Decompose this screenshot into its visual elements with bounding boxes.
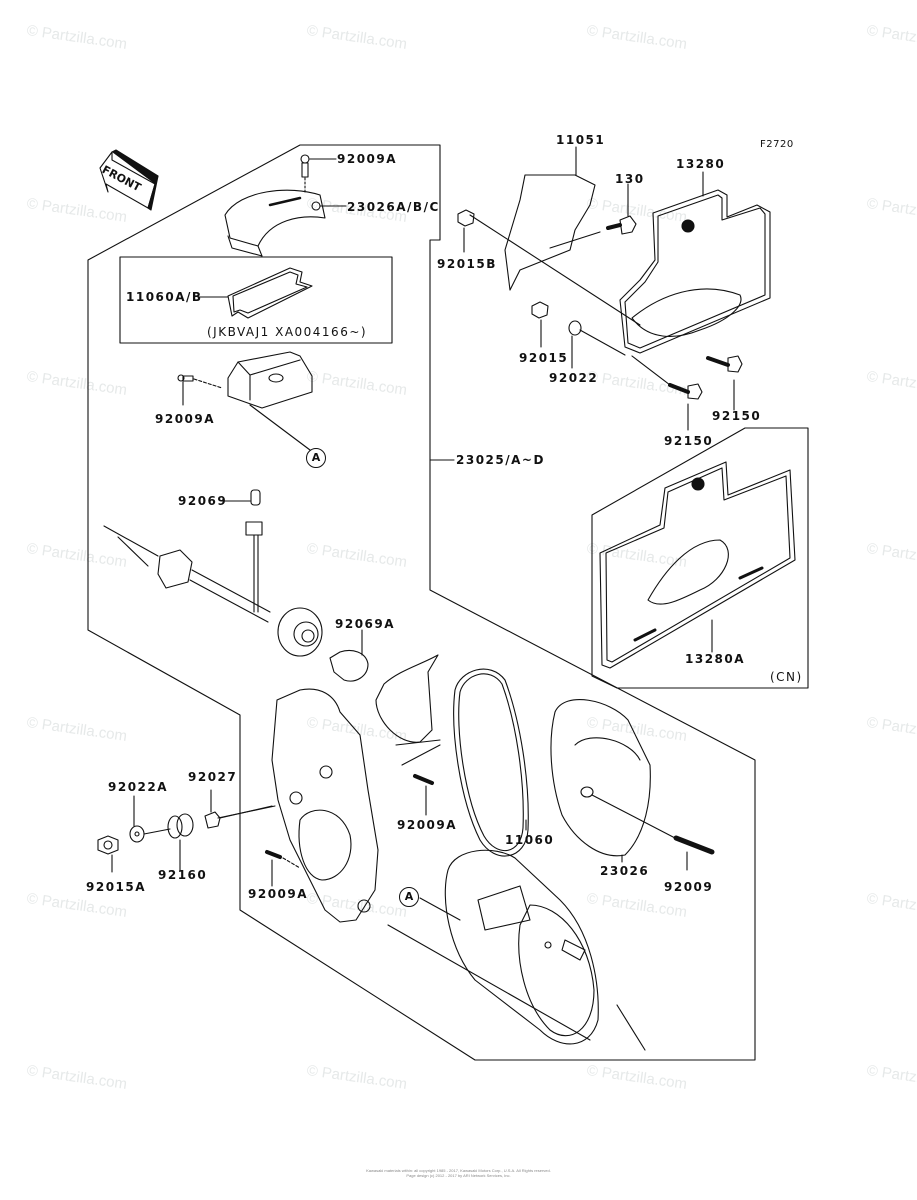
bulb-92069 [221, 489, 263, 613]
callout-92015b[interactable]: 92015B [437, 257, 497, 271]
callout-13280[interactable]: 13280 [676, 157, 726, 171]
gasket-11060 [453, 668, 529, 857]
screw-92009a-mid [177, 374, 223, 406]
callout-92009a-low[interactable]: 92009A [397, 818, 458, 832]
figure-code: F2720 [760, 139, 794, 150]
callout-92022a[interactable]: 92022A [108, 780, 169, 794]
callout-11060[interactable]: 11060 [505, 833, 555, 847]
callout-130[interactable]: 130 [615, 172, 645, 186]
screw-92009a-top [300, 154, 337, 193]
screw-92009a-bracket [265, 850, 301, 887]
nut-92015 [531, 301, 549, 348]
bracket-11051 [469, 146, 641, 326]
callout-92069[interactable]: 92069 [178, 494, 228, 508]
callout-92009[interactable]: 92009 [664, 880, 714, 894]
callout-23025[interactable]: 23025/A~D [456, 453, 545, 467]
collar-92027 [204, 789, 273, 829]
gasket-inset-box [119, 256, 393, 344]
nut-92015b [457, 209, 475, 253]
reference-marker-a-upper: A [306, 448, 326, 468]
taillight-lens [550, 699, 676, 863]
callout-92009a-mid[interactable]: 92009A [155, 412, 216, 426]
bulb-92069a [329, 629, 369, 682]
callout-92015[interactable]: 92015 [519, 351, 569, 365]
callout-13280a[interactable]: 13280A [685, 652, 746, 666]
cn-note: (CN) [770, 670, 803, 684]
screw-92009 [673, 835, 715, 871]
washer-92022a [129, 795, 171, 843]
callout-92069a[interactable]: 92069A [335, 617, 396, 631]
callout-11060ab[interactable]: 11060A/B [126, 290, 203, 304]
screw-92009a-low [413, 774, 434, 816]
reference-marker-a-lower: A [399, 887, 419, 907]
bolt-130 [606, 183, 637, 235]
callout-23026abc[interactable]: 23026A/B/C [347, 200, 440, 214]
bolt-92150-a [706, 355, 743, 411]
taillight-housing [387, 849, 646, 1051]
callout-23026[interactable]: 23026 [600, 864, 650, 878]
nut-92015a [97, 835, 119, 873]
cn-plate-box [591, 427, 809, 689]
callout-92150-a[interactable]: 92150 [712, 409, 762, 423]
callout-92015a[interactable]: 92015A [86, 880, 147, 894]
license-plate-13280a [599, 461, 796, 669]
license-lamp-lens [224, 189, 347, 257]
wiring-harness [103, 525, 323, 657]
bolt-92150-b [631, 355, 703, 431]
license-plate-13280 [619, 171, 771, 354]
callout-92027[interactable]: 92027 [188, 770, 238, 784]
copyright-line-2: Page design (c) 2012 - 2017 by ARI Netwo… [406, 1173, 511, 1178]
grommet-92160 [167, 813, 194, 871]
callout-92022[interactable]: 92022 [549, 371, 599, 385]
callout-92160[interactable]: 92160 [158, 868, 208, 882]
assembly-boundary-left [87, 144, 756, 1061]
front-arrow-icon [99, 149, 159, 211]
copyright-footer: Kawasaki materials within: all copyright… [0, 1168, 917, 1178]
callout-92009a-bracket[interactable]: 92009A [248, 887, 309, 901]
callout-92009a-top[interactable]: 92009A [337, 152, 398, 166]
license-lamp-housing [227, 351, 313, 451]
washer-92022 [568, 320, 626, 369]
vin-note: (JKBVAJ1 XA004166~) [207, 325, 368, 339]
gasket-11060ab [197, 267, 313, 319]
callout-11051[interactable]: 11051 [556, 133, 606, 147]
socket-bracket [375, 654, 441, 766]
callout-92150-b[interactable]: 92150 [664, 434, 714, 448]
copyright-line-1: Kawasaki materials within: all copyright… [366, 1168, 551, 1173]
